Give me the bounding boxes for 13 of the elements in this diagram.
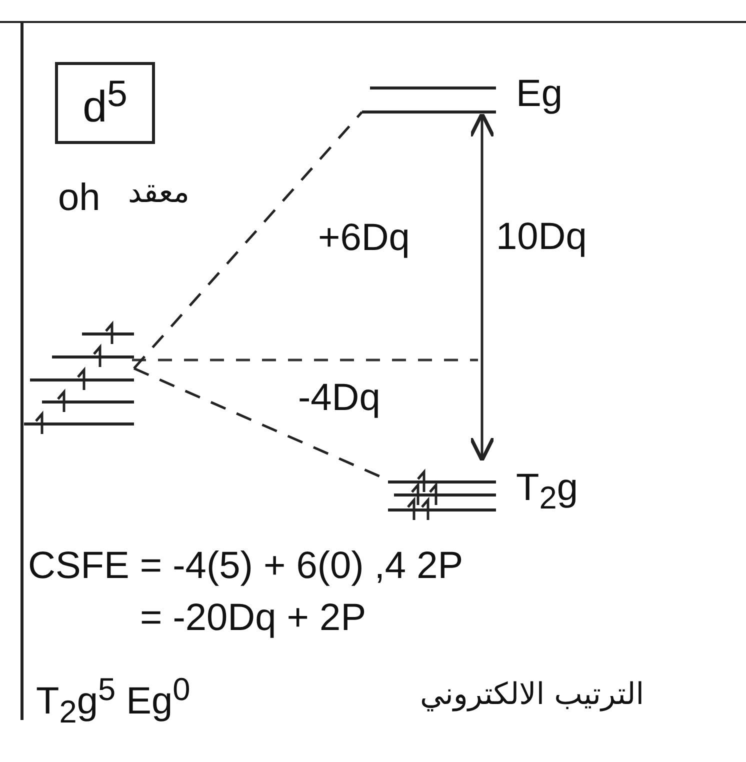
correlation-line <box>133 111 363 370</box>
arabic-label: الترتيب الالكتروني <box>420 678 644 711</box>
symmetry-label: oh <box>58 178 100 220</box>
energy-label: +6Dq <box>318 218 410 260</box>
level-label: T$_{2}$g <box>516 468 578 516</box>
equation: CSFE = -4(5) + 6(0) ,4 2P <box>28 546 464 588</box>
double-arrow <box>468 112 496 462</box>
arabic-label: معقد <box>128 176 190 209</box>
boxed-label: d$^{5}$ <box>55 62 155 144</box>
energy-label: -4Dq <box>298 378 380 420</box>
level-label: Eg <box>516 74 562 116</box>
electron-configuration: T$_{2}$g$^{5}$ Eg$^{0}$ <box>36 672 190 730</box>
equation: = -20Dq + 2P <box>140 598 366 640</box>
